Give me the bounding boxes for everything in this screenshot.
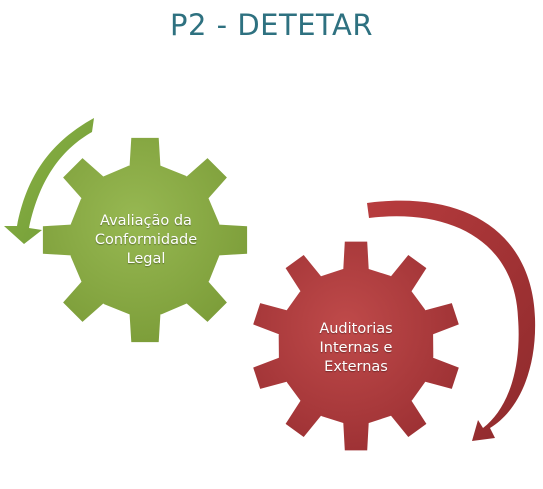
- gear-label-line: Internas e: [319, 340, 393, 356]
- gear-label-line: Legal: [126, 251, 166, 267]
- green-cycle-arrow: [4, 118, 94, 244]
- red-gear: [253, 241, 459, 451]
- page-title: P2 - DETETAR: [170, 8, 373, 42]
- gear-label-line: Externas: [324, 359, 388, 375]
- gear-label-red: Auditorias Internas e Externas: [296, 320, 416, 377]
- gear-label-line: Conformidade: [94, 232, 198, 248]
- gear-label-line: Auditorias: [319, 321, 393, 337]
- gear-label-green: Avaliação da Conformidade Legal: [86, 212, 206, 269]
- green-gear: [42, 137, 248, 343]
- gear-label-line: Avaliação da: [100, 213, 192, 229]
